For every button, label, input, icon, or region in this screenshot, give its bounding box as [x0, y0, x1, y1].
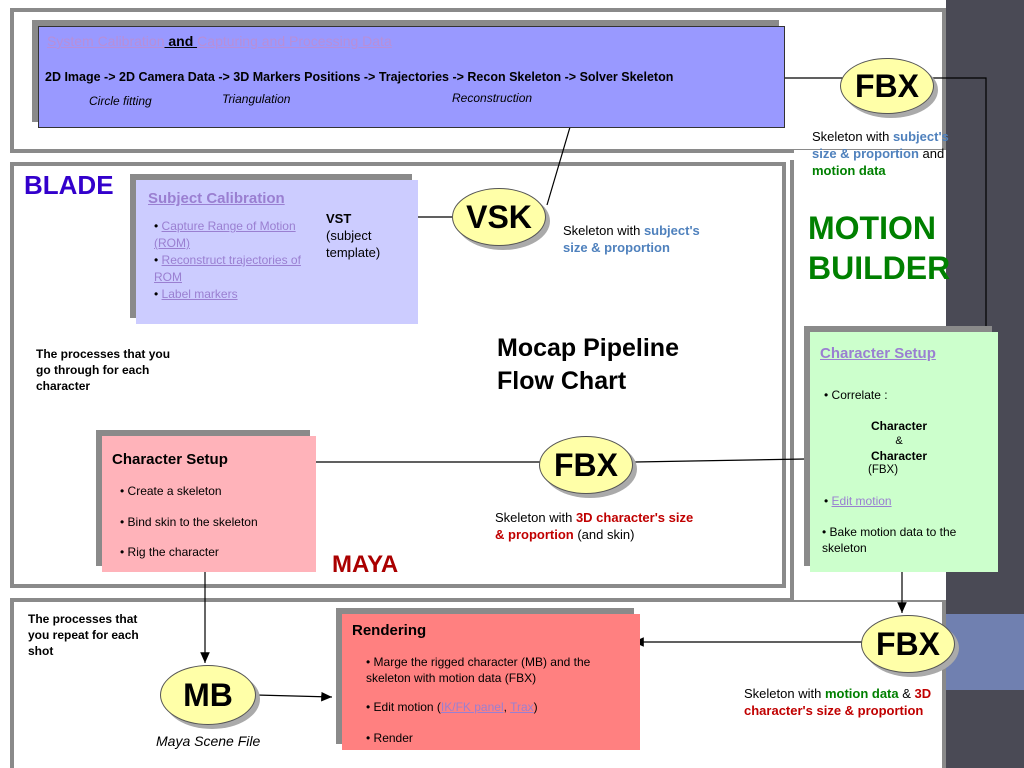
character-one: Character [870, 419, 928, 433]
capture-rom-link[interactable]: Capture Range of Motion (ROM) [154, 219, 296, 250]
create-skeleton-text: Create a skeleton [127, 484, 222, 498]
system-calibration-link[interactable]: System Calibration [47, 33, 165, 49]
rig-character-text: Rig the character [127, 545, 219, 559]
mb-ellipse: MB [160, 665, 256, 725]
vst-subtitle: (subject template) [326, 228, 381, 260]
note-each-character: The processes that you go through for ea… [36, 347, 171, 393]
fbx-top-caption-prefix: Skeleton with [812, 129, 893, 144]
edit-motion-link[interactable]: Edit motion [831, 494, 892, 508]
fbx-mid-caption: Skeleton with 3D character's size & prop… [495, 509, 695, 543]
fbx-top-caption-and: and [918, 146, 945, 161]
edit-motion-suffix: ) [533, 700, 538, 714]
ik-fk-panel-link[interactable]: IK/FK panel [440, 700, 504, 714]
motionbuilder-label: MOTION BUILDER [808, 208, 950, 288]
bind-skin-text: Bind skin to the skeleton [127, 515, 258, 529]
fbx-mid-caption-highlight: 3D character's size & proportion [495, 510, 694, 542]
edit-motion-item: • Edit motion [824, 494, 892, 508]
vsk-caption-prefix: Skeleton with [563, 223, 644, 238]
fbx-bottom-caption: Skeleton with motion data & 3D character… [744, 685, 954, 719]
label-markers-link[interactable]: Label markers [161, 287, 238, 301]
render-text: Render [373, 731, 413, 745]
rendering-title: Rendering [352, 622, 427, 639]
fbx-bottom-caption-motion: motion data [824, 686, 899, 701]
vst-note: VST (subject template) [326, 210, 406, 261]
mb-character-setup-title[interactable]: Character Setup [820, 345, 936, 362]
rendering-item-edit: • Edit motion (IK/FK panel, Trax) [366, 700, 538, 714]
system-calibration-box: System Calibration and Capturing and Pro… [38, 26, 785, 128]
subject-calibration-list: • Capture Range of Motion (ROM) • Recons… [154, 218, 314, 303]
trax-link[interactable]: Trax [510, 700, 534, 714]
fbx-bottom-caption-amp: & [898, 686, 915, 701]
maya-item-bind: • Bind skin to the skeleton [120, 515, 258, 529]
main-title: Mocap Pipeline Flow Chart [497, 332, 679, 398]
mb-character-setup-box: Character Setup • Correlate : Character … [810, 332, 998, 572]
fbx-bottom-caption-character: 3D character's size & proportion [744, 686, 932, 718]
maya-item-skeleton: • Create a skeleton [120, 484, 222, 498]
and-text: and [164, 33, 198, 49]
maya-item-rig: • Rig the character [120, 545, 219, 559]
capturing-link[interactable]: Capturing and Processing Data [197, 33, 392, 49]
merge-text: Marge the rigged character (MB) and the … [366, 655, 591, 685]
note-each-shot: The processes that you repeat for each s… [28, 612, 139, 658]
vst-title: VST [326, 211, 352, 226]
maya-label: MAYA [332, 551, 399, 578]
reconstruction-label: Reconstruction [452, 91, 533, 105]
maya-character-setup-title: Character Setup [112, 451, 228, 468]
edit-motion-sep: , [503, 700, 511, 714]
subject-calibration-box: Subject Calibration • Capture Range of M… [136, 180, 418, 324]
line-mb-to-rendering [255, 691, 333, 702]
blade-label: BLADE [24, 170, 114, 200]
fbx-top-caption-motion: motion data [812, 163, 886, 178]
subject-calibration-title[interactable]: Subject Calibration [148, 190, 285, 207]
fbx-top-caption-highlight: subject's size & proportion [812, 129, 949, 161]
fbx-mid-caption-suffix: (and skin) [573, 527, 635, 542]
side-band-light [946, 614, 1024, 690]
motionbuilder-label-line2: BUILDER [808, 250, 951, 286]
mb-caption: Maya Scene File [156, 733, 261, 749]
system-calibration-title: System Calibration and Capturing and Pro… [47, 33, 392, 49]
vsk-ellipse: VSK [452, 188, 546, 246]
character-two: Character [870, 449, 928, 463]
vsk-caption: Skeleton with subject's size & proportio… [563, 222, 723, 256]
maya-character-setup-box: Character Setup • Create a skeleton • Bi… [102, 436, 316, 572]
pipeline-text: 2D Image -> 2D Camera Data -> 3D Markers… [45, 70, 674, 84]
main-title-line1: Mocap Pipeline [497, 334, 679, 362]
fbx-note: (FBX) [868, 464, 899, 476]
subject-item-reconstruct: • Reconstruct trajectories of ROM [154, 253, 301, 284]
rendering-item-render: • Render [366, 731, 413, 745]
triangulation-label: Triangulation [222, 92, 291, 106]
bake-motion-item: • Bake motion data to the skeleton [822, 525, 957, 555]
subject-item-rom: • Capture Range of Motion (ROM) [154, 219, 296, 250]
vsk-caption-highlight: subject's size & proportion [563, 223, 700, 255]
circle-fitting-label: Circle fitting [89, 94, 152, 108]
edit-motion-prefix: Edit motion ( [373, 700, 441, 714]
character-amp: & [895, 435, 903, 447]
rendering-item-merge: • Marge the rigged character (MB) and th… [366, 655, 591, 685]
character-correlation: Character & Character [868, 419, 930, 464]
rendering-box: Rendering • Marge the rigged character (… [342, 614, 640, 750]
correlate-item: • Correlate : [824, 388, 888, 402]
fbx-mid-ellipse: FBX [539, 436, 633, 494]
bake-motion-text: Bake motion data to the skeleton [822, 525, 957, 555]
fbx-bottom-caption-prefix: Skeleton with [744, 686, 825, 701]
subject-item-label: • Label markers [154, 287, 238, 301]
fbx-mid-caption-prefix: Skeleton with [495, 510, 576, 525]
reconstruct-trajectories-link[interactable]: Reconstruct trajectories of ROM [154, 253, 301, 284]
motionbuilder-label-line1: MOTION [808, 210, 936, 246]
correlate-text: Correlate : [831, 388, 888, 402]
divider-line [790, 160, 794, 600]
main-title-line2: Flow Chart [497, 367, 627, 395]
fbx-bottom-ellipse: FBX [861, 615, 955, 673]
fbx-top-caption: Skeleton with subject's size & proportio… [812, 128, 962, 179]
fbx-top-ellipse: FBX [840, 58, 934, 114]
